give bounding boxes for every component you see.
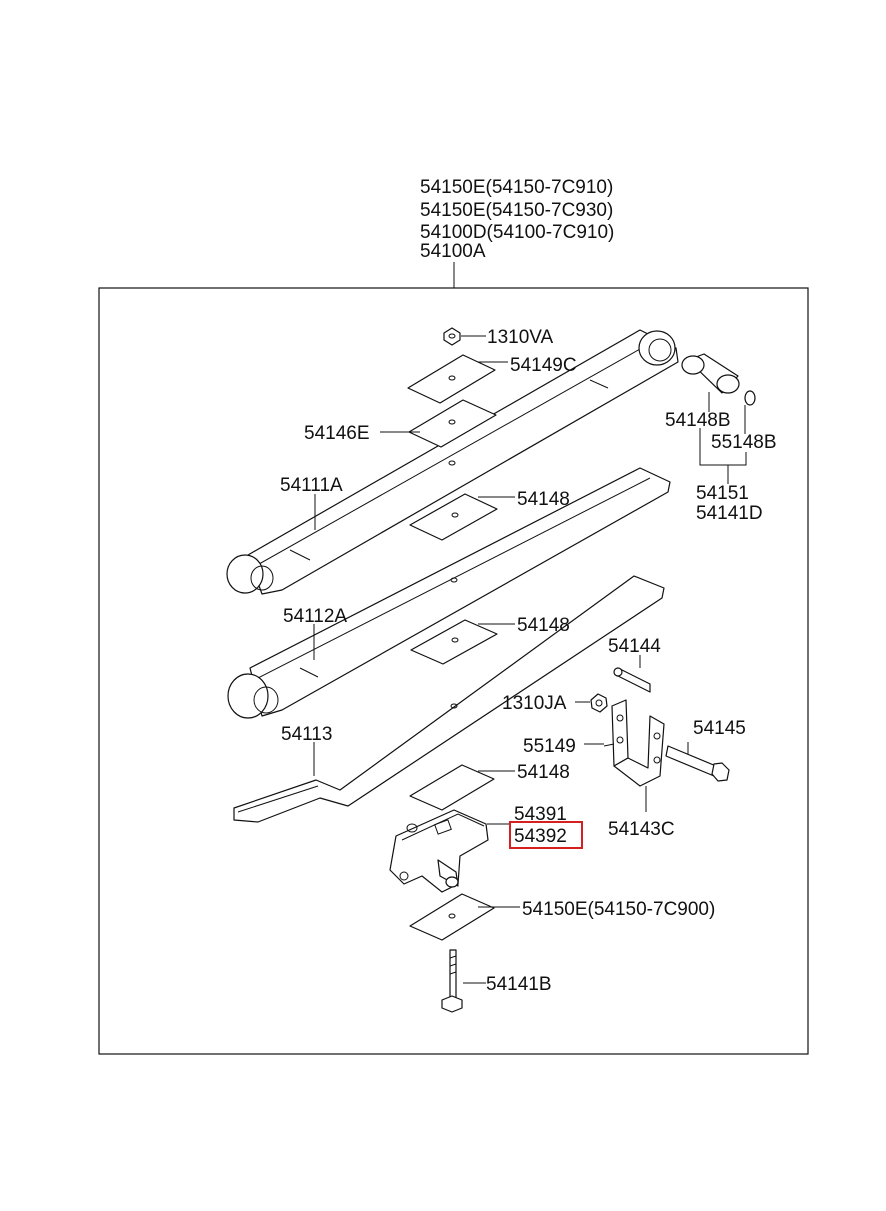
header-label-3[interactable]: 54100D(54100-7C910) xyxy=(420,222,614,243)
label-54113[interactable]: 54113 xyxy=(281,724,332,745)
leaf-spring-main[interactable] xyxy=(226,329,679,595)
pad-54148-upper[interactable] xyxy=(409,493,498,541)
header-label-1[interactable]: 54150E(54150-7C910) xyxy=(420,177,613,198)
label-54144[interactable]: 54144 xyxy=(608,636,661,657)
bolt-54145[interactable] xyxy=(665,745,730,782)
label-54148-middle[interactable]: 54148 xyxy=(517,615,570,636)
nut-1310ja[interactable] xyxy=(590,693,608,713)
label-54141d[interactable]: 54141D xyxy=(696,503,763,524)
label-54149c[interactable]: 54149C xyxy=(510,355,577,376)
label-1310ja[interactable]: 1310JA xyxy=(502,693,567,714)
pad-54148-middle[interactable] xyxy=(410,619,498,665)
bushing-54148b[interactable] xyxy=(681,353,740,394)
label-54111a[interactable]: 54111A xyxy=(280,475,343,496)
assembly-frame xyxy=(98,287,809,1055)
label-54148-upper[interactable]: 54148 xyxy=(517,489,570,510)
leaf-spring-second[interactable] xyxy=(227,467,671,719)
pad-54148-lower[interactable] xyxy=(409,764,495,811)
label-54141b[interactable]: 54141B xyxy=(486,974,552,995)
pad-54149c[interactable] xyxy=(407,354,496,404)
pad-54146e[interactable] xyxy=(408,399,497,448)
spring-seat-bracket[interactable] xyxy=(389,809,489,893)
label-54148-lower[interactable]: 54148 xyxy=(517,762,570,783)
label-54146e[interactable]: 54146E xyxy=(304,423,370,444)
label-1310va[interactable]: 1310VA xyxy=(487,327,554,348)
label-54151[interactable]: 54151 xyxy=(696,483,749,504)
pad-54150e[interactable] xyxy=(409,893,495,941)
label-54392[interactable]: 54392 xyxy=(514,826,567,847)
label-55149[interactable]: 55149 xyxy=(523,736,576,757)
highlight-box xyxy=(509,821,583,849)
label-54143c[interactable]: 54143C xyxy=(608,819,675,840)
shackle-assembly[interactable] xyxy=(603,667,665,787)
header-labels: 54150E(54150-7C910) 54150E(54150-7C930) … xyxy=(420,177,614,288)
label-54145[interactable]: 54145 xyxy=(693,718,746,739)
bolt-54141b[interactable] xyxy=(441,949,463,1013)
label-54148b[interactable]: 54148B xyxy=(665,410,731,431)
part-labels: 1310VA 54149C 54146E 54148B 55148B 54151… xyxy=(280,327,777,995)
label-55148b[interactable]: 55148B xyxy=(711,432,777,453)
leaf-spring-third[interactable] xyxy=(233,575,665,823)
leader-lines xyxy=(313,335,747,984)
header-label-4[interactable]: 54100A xyxy=(420,241,486,262)
label-54391[interactable]: 54391 xyxy=(514,804,567,825)
ring-55148b[interactable] xyxy=(744,390,756,406)
label-54112a[interactable]: 54112A xyxy=(283,606,347,627)
label-54150e-bottom[interactable]: 54150E(54150-7C900) xyxy=(522,899,715,920)
nut-1310va[interactable] xyxy=(443,327,461,346)
header-label-2[interactable]: 54150E(54150-7C930) xyxy=(420,200,613,221)
